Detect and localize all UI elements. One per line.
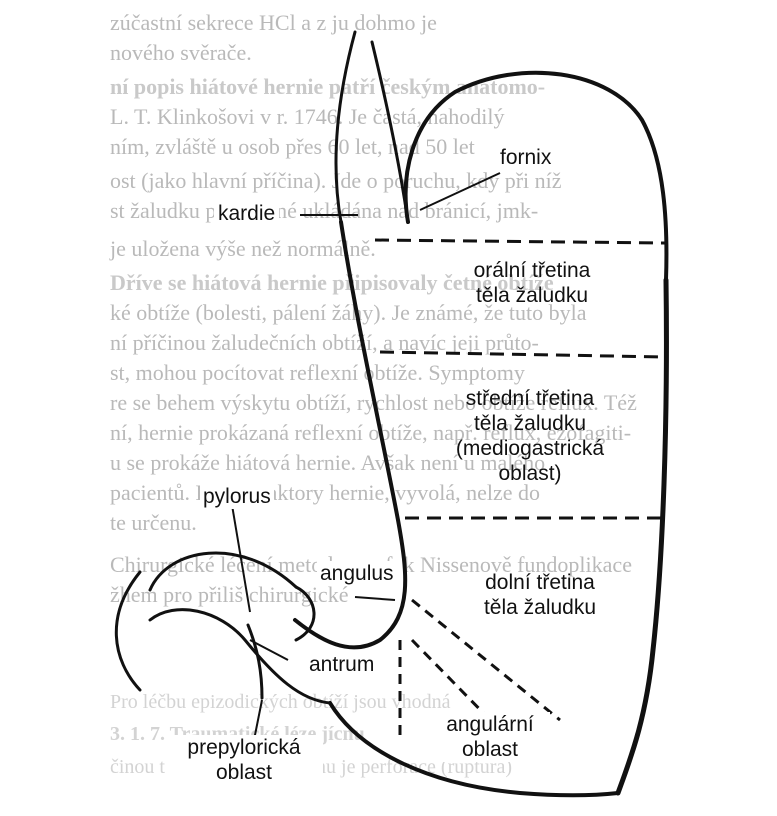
label-angular-region-line1: angulární bbox=[430, 712, 550, 737]
label-lower-third-line2: těla žaludku bbox=[455, 595, 625, 620]
duodenum-lower-outline bbox=[150, 610, 330, 703]
bleed-through-line: ní příčinou žaludečních obtíží, a navíc … bbox=[110, 330, 539, 355]
pylorus-sphincter bbox=[248, 625, 262, 698]
bleed-through-line: zúčastní sekrece HCl a z ju dohmo je bbox=[110, 10, 437, 35]
bleed-through-line: ní popis hiátové hernie patří českým ana… bbox=[110, 74, 545, 99]
boundary-fornix-oral bbox=[375, 240, 665, 243]
esophagus-right-wall bbox=[372, 42, 408, 222]
label-antrum: antrum bbox=[306, 652, 377, 677]
label-prepyloric: prepylorická oblast bbox=[165, 735, 323, 785]
label-oral-third-line2: těla žaludku bbox=[447, 283, 617, 308]
label-middle-third-line4: oblast) bbox=[405, 461, 655, 486]
bleed-through-line: L. T. Klinkošovi v r. 1746. Je častá, na… bbox=[110, 104, 505, 129]
label-angulus-text: angulus bbox=[320, 561, 394, 586]
label-middle-third-line3: (mediogastrická bbox=[405, 436, 655, 461]
label-antrum-text: antrum bbox=[309, 652, 374, 677]
bleed-through-line: nového svěrače. bbox=[110, 40, 252, 65]
label-angulus: angulus bbox=[317, 561, 397, 586]
label-prepyloric-line2: oblast bbox=[165, 760, 323, 785]
label-pylorus-text: pylorus bbox=[203, 484, 271, 509]
label-middle-third-line2: těla žaludku bbox=[405, 411, 655, 436]
label-pylorus: pylorus bbox=[200, 484, 274, 509]
bleed-through-line: st žaludku přechodné ukládána nad bránic… bbox=[110, 198, 538, 223]
label-kardie: kardie bbox=[214, 201, 279, 226]
label-prepyloric-line1: prepylorická bbox=[165, 735, 323, 760]
label-fornix: fornix bbox=[500, 145, 551, 170]
label-angular-region: angulární oblast bbox=[430, 712, 550, 762]
label-lower-third: dolní třetina těla žaludku bbox=[455, 570, 625, 620]
label-middle-third: střední třetina těla žaludku (mediogastr… bbox=[405, 386, 655, 486]
bleed-through-line: st, mohou pocítovat reflexní obtíže. Sym… bbox=[110, 360, 525, 385]
label-kardie-text: kardie bbox=[218, 201, 275, 226]
leader-angulus bbox=[355, 597, 395, 600]
bleed-through-line: je uložena výše než normálně. bbox=[109, 236, 376, 261]
label-oral-third-line1: orální třetina bbox=[447, 258, 617, 283]
label-middle-third-line1: střední třetina bbox=[405, 386, 655, 411]
label-oral-third: orální třetina těla žaludku bbox=[447, 258, 617, 308]
bleed-through-line: ním, zvláště u osob přes 60 let, nad 50 … bbox=[110, 134, 475, 159]
bleed-through-line: te určenu. bbox=[110, 510, 197, 535]
label-lower-third-line1: dolní třetina bbox=[455, 570, 625, 595]
label-fornix-text: fornix bbox=[500, 145, 551, 170]
label-angular-region-line2: oblast bbox=[430, 737, 550, 762]
